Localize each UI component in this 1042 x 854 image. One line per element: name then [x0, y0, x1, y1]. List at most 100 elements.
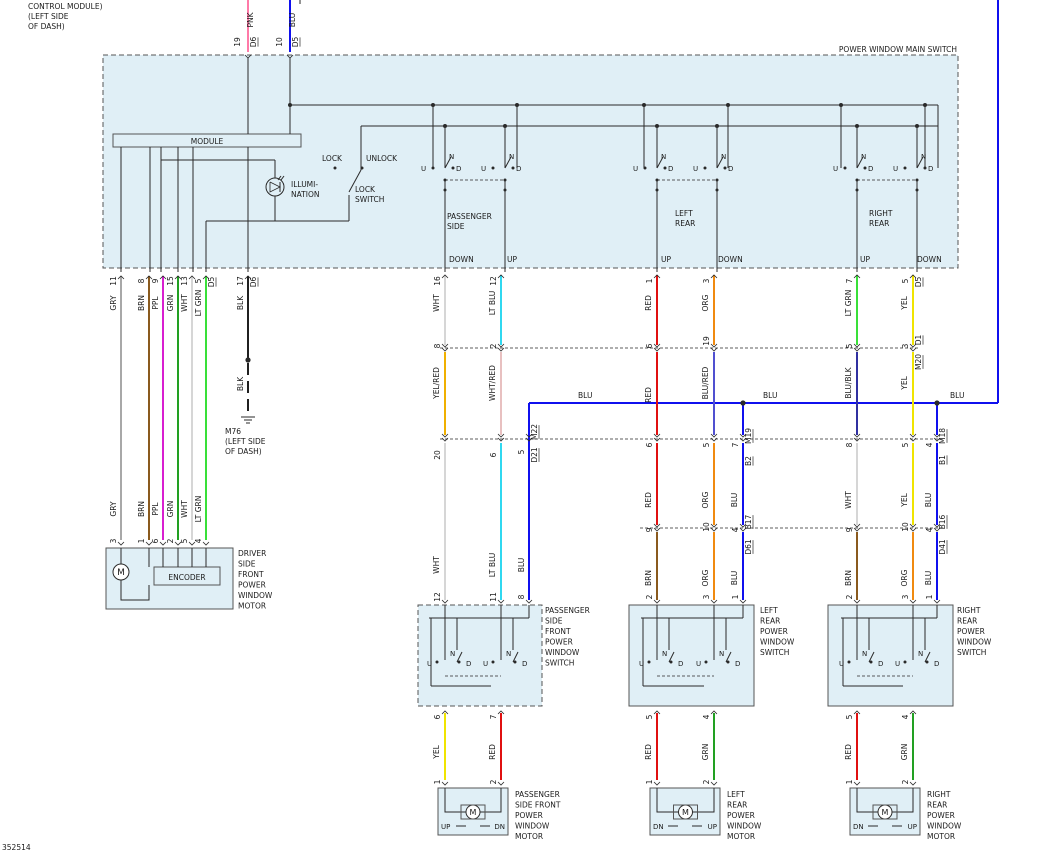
ecm-title: CONTROL MODULE): [28, 2, 103, 11]
label-text: RED: [844, 744, 853, 760]
label-text: 20: [433, 450, 442, 460]
driver-motor-label: DRIVER: [238, 549, 266, 558]
label-text: BLU: [950, 391, 964, 400]
connector-pin: [909, 710, 917, 715]
label-text: BLU: [288, 13, 297, 27]
label-text: 9: [845, 527, 854, 532]
encoder-label: ENCODER: [168, 573, 205, 582]
label-text: GRY: [109, 501, 118, 517]
inline-connector: [653, 343, 661, 348]
connector-pin: [525, 599, 533, 604]
label-text: 2: [645, 594, 654, 599]
label-text: 12: [489, 276, 498, 286]
inline-connector: [909, 343, 917, 348]
wire-layer: [120, 0, 999, 780]
connector-pin: [174, 541, 182, 546]
label-text: 15: [166, 276, 175, 286]
splice-dot: [245, 357, 251, 363]
splice-dot: [435, 660, 439, 664]
right-rear-motor-box-label: POWER: [927, 811, 955, 820]
label-text: WHT/RED: [488, 365, 497, 401]
label-text: 7: [731, 442, 740, 447]
connector-pin: [159, 275, 167, 280]
connector-pin: [853, 781, 861, 786]
label-text: BRN: [644, 570, 653, 586]
connector-pin: [441, 710, 449, 715]
conductor: [916, 156, 924, 169]
inline-connector: [441, 343, 449, 348]
illumination-label: ILLUMI-: [291, 180, 318, 189]
connector-pin: [244, 275, 252, 280]
label-text: D21: [530, 447, 539, 463]
inline-connector: [933, 433, 941, 438]
label-text: U: [421, 165, 426, 173]
connector-pin: [653, 710, 661, 715]
label-text: 1: [137, 538, 146, 543]
motor-label: M: [470, 808, 477, 817]
label-text: 3: [901, 594, 910, 599]
inline-connector: [739, 523, 747, 528]
label-text: GRN: [900, 744, 909, 761]
label-text: 2: [845, 594, 854, 599]
label-text: N: [921, 153, 926, 161]
label-text: N: [918, 650, 923, 658]
conductor: [725, 651, 732, 663]
splice-dot: [726, 660, 730, 664]
label-text: WHT: [180, 500, 189, 518]
conductor: [656, 156, 664, 169]
down-label: DOWN: [917, 255, 942, 264]
connector-pin: [710, 599, 718, 604]
label-text: PNK: [246, 11, 255, 27]
label-text: 7: [489, 714, 498, 719]
label-text: D: [668, 165, 673, 173]
switch-internals: [112, 54, 944, 827]
label-text: BLU: [730, 493, 739, 507]
splice-dot: [903, 166, 907, 170]
left-rear-switch-box-label: POWER: [760, 627, 788, 636]
label-text: RED: [644, 387, 653, 403]
left-rear-switch-box-label: REAR: [760, 617, 780, 626]
driver-motor-label: POWER: [238, 581, 266, 590]
label-text: D6: [249, 276, 258, 287]
inline-connector: [497, 433, 505, 438]
inline-connector: [909, 527, 917, 532]
label-text: N: [450, 650, 455, 658]
label-text: 5: [194, 278, 203, 283]
label-text: YEL: [900, 375, 909, 390]
passenger-switch-box-label: PASSENGER: [545, 606, 590, 615]
motor-housing: [673, 804, 698, 820]
label-text: 4: [925, 442, 934, 447]
inline-connector: [441, 437, 449, 442]
label-text: UP: [708, 823, 717, 831]
label-text: 16: [433, 276, 442, 286]
label-text: 19: [233, 37, 242, 47]
label-text: LT BLU: [488, 553, 497, 578]
label-text: D: [868, 165, 873, 173]
connector-pin: [145, 541, 153, 546]
connector-pin: [853, 710, 861, 715]
inline-connector: [853, 343, 861, 348]
label-text: B16: [938, 514, 947, 529]
splice-dot: [843, 166, 847, 170]
splice-dot: [869, 660, 873, 664]
label-text: D: [928, 165, 933, 173]
splice-dot: [934, 400, 940, 406]
conductor: [480, 788, 502, 813]
label-text: BRN: [137, 295, 146, 311]
label-text: 10: [702, 522, 711, 532]
inline-connector: [739, 437, 747, 442]
right-rear-switch-box-label: WINDOW: [957, 638, 992, 647]
label-text: RED: [644, 295, 653, 311]
encoder-box: [153, 566, 221, 586]
label-text: BLU: [517, 558, 526, 572]
label-text: PPL: [151, 296, 160, 310]
conductor: [512, 651, 519, 663]
inline-connector: [710, 433, 718, 438]
label-text: 8: [137, 278, 146, 283]
connector-pin: [202, 541, 210, 546]
inline-connector: [653, 437, 661, 442]
label-text: ORG: [701, 294, 710, 311]
label-text: GRN: [166, 295, 175, 312]
connector-pin: [653, 599, 661, 604]
label-text: N: [862, 650, 867, 658]
